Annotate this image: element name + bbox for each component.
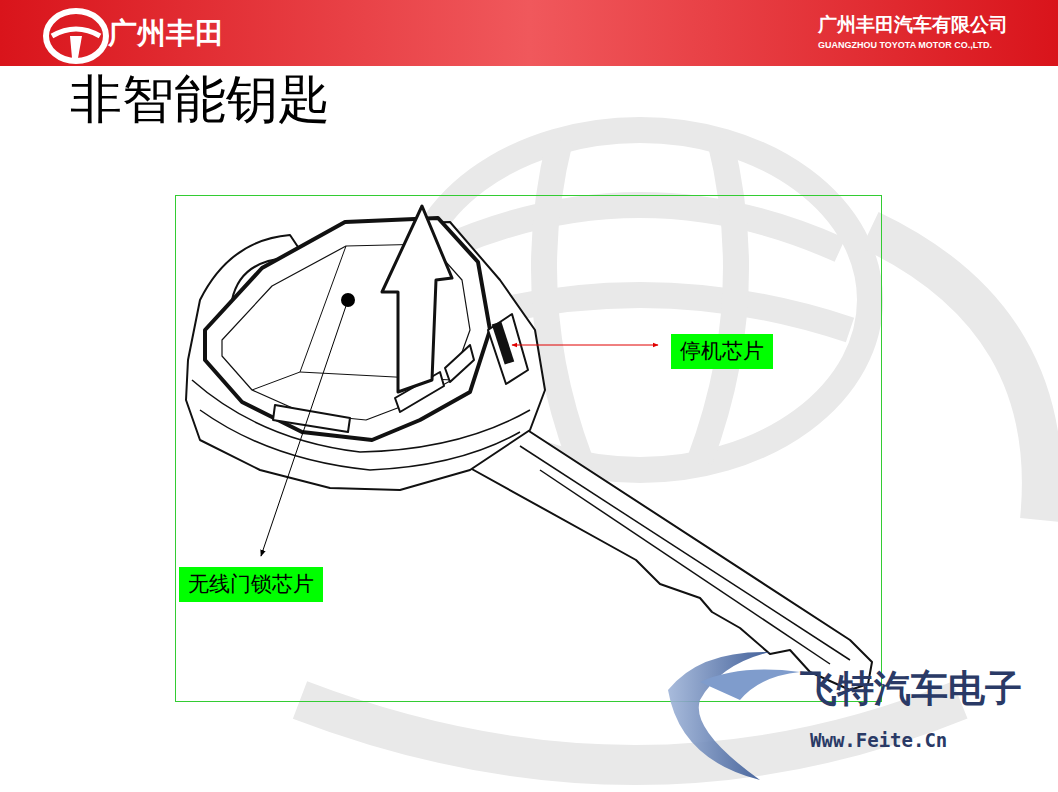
callout-box: 停机芯片 — [671, 334, 773, 369]
company-name-en: GUANGZHOU TOYOTA MOTOR CO.,LTD. — [818, 40, 992, 50]
callout-label: 无线门锁芯片 — [188, 572, 314, 597]
picture-frame — [176, 196, 882, 702]
brand-logo-text: 广州丰田 — [108, 17, 224, 50]
slide-title: 非智能钥匙 — [70, 70, 330, 130]
emblem-swoosh — [52, 29, 100, 36]
watermark-text: 飞特汽车电子 — [800, 668, 1022, 711]
emblem-ring — [46, 11, 106, 61]
cover-slot — [273, 405, 350, 432]
key-illustration — [186, 206, 872, 690]
globe-swoosh — [870, 230, 1042, 520]
header-band — [0, 0, 1058, 66]
remote-cover — [205, 218, 490, 440]
blade-groove — [520, 446, 850, 660]
globe-line — [700, 140, 736, 460]
callout-box: 无线门锁芯片 — [179, 567, 323, 602]
toyota-emblem — [46, 11, 106, 61]
watermark-url: Www.Feite.Cn — [810, 730, 947, 752]
immobilizer-chip — [492, 321, 514, 364]
company-name: 广州丰田汽车有限公司 — [818, 14, 1008, 36]
emblem-stem — [70, 36, 82, 58]
chip-pocket — [488, 314, 528, 384]
globe-line — [544, 140, 580, 460]
leader-line — [512, 345, 658, 346]
leader-line — [261, 300, 348, 556]
blade-groove — [540, 470, 830, 664]
globe-line — [440, 205, 840, 250]
feite-logo — [700, 670, 800, 700]
callout-label: 停机芯片 — [680, 339, 764, 364]
key-blade — [470, 420, 872, 690]
cover-slot — [445, 345, 474, 382]
removal-arrow — [382, 206, 452, 392]
